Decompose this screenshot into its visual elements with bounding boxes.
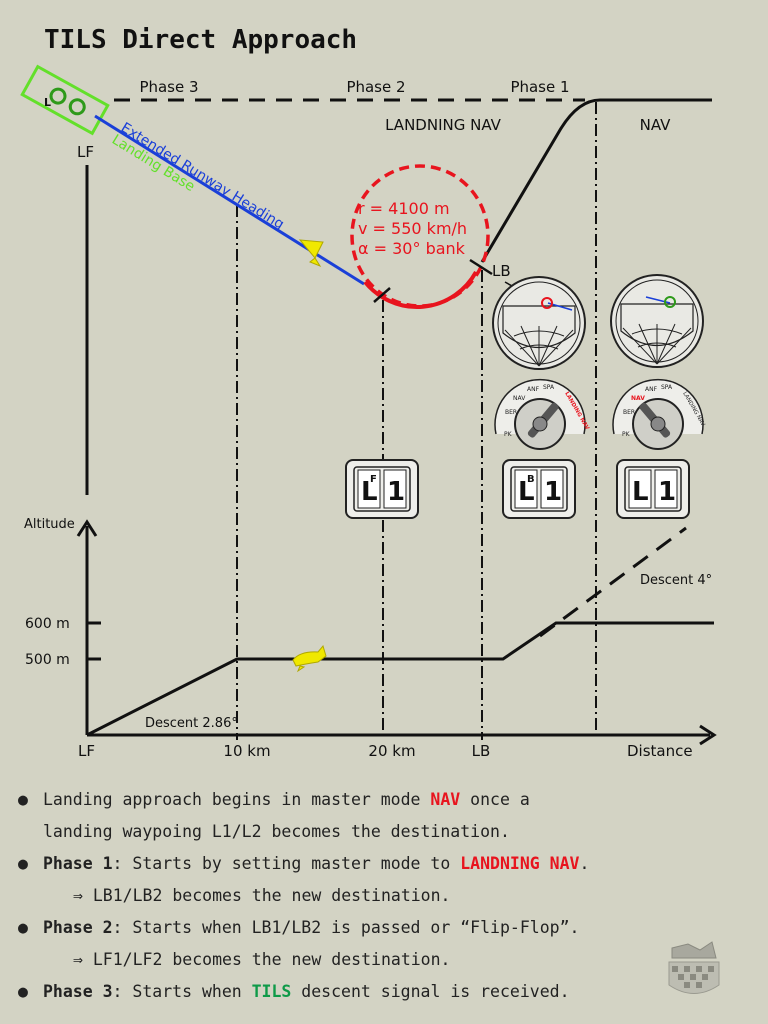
climb-path [480,98,712,263]
counter-lf1-letter: L [361,477,378,507]
y-tick-label-600: 600 m [25,616,70,632]
bullet-icon: ● [18,918,28,937]
note-intro-end: once a [460,790,530,809]
bullet-icon: ● [18,854,28,873]
phase-3-label: Phase 3 [139,78,198,96]
note-intro-nav: NAV [430,790,461,809]
note-phase2-arrow: ⇒ LF1/LF2 becomes the new destination. [73,950,451,969]
note-phase1-arrow: ⇒ LB1/LB2 becomes the new destination. [73,886,451,905]
note-intro-cont: landing waypoing L1/L2 becomes the desti… [18,816,748,848]
counter-lf1: L F 1 [345,459,419,519]
selector-nav-label-anf: ANF [645,386,658,393]
mode-selector-landing-nav: PK BER NAV ANF SPA LANDING NAV [494,378,590,450]
turn-circle-arc [363,271,478,310]
radar-indicator-lb [492,276,586,370]
altitude-profile-line [86,621,714,737]
tick-lb [469,258,493,276]
counter-lf1-digit: 1 [387,477,405,507]
note-phase1: ● Phase 1: Starts by setting master mode… [18,848,748,880]
lb-label: LB [492,262,511,280]
descent-4deg-line [539,526,687,638]
note-phase2-text: : Starts when LB1/LB2 is passed or “Flip… [112,918,580,937]
x-axis-label: Distance [627,742,693,760]
selector-label-pk: PK [504,431,513,438]
nav-mode-label: NAV [640,116,672,134]
phase-2-label: Phase 2 [346,78,405,96]
note-phase3-label: Phase 3 [43,982,113,1001]
note-phase1-mode: LANDNING NAV [460,854,580,873]
counter-lf1-superscript: F [370,474,377,485]
note-intro-text: Landing approach begins in master mode [43,790,431,809]
page-title: TILS Direct Approach [44,25,357,55]
x-tick-label-20km: 20 km [368,742,415,760]
tick-arc-start [373,287,391,303]
note-phase2-label: Phase 2 [43,918,113,937]
bullet-icon: ● [18,790,28,809]
x-tick-label-lb: LB [472,742,491,760]
counter-l1-letter: L [632,477,649,507]
x-tick-label-10km: 10 km [223,742,270,760]
note-phase2: ● Phase 2: Starts when LB1/LB2 is passed… [18,912,748,944]
runway-l-marker: L [44,96,51,109]
turn-speed-label: v = 550 km/h [358,219,467,238]
mode-selector-nav: PK BER NAV ANF SPA LANDING NAV [612,378,706,450]
note-phase2-result: ⇒ LF1/LF2 becomes the new destination. [18,944,748,976]
turn-circle-dashed [350,164,490,308]
y-axis-label: Altitude [24,517,75,532]
runway-box [20,64,110,136]
phase-1-label: Phase 1 [510,78,569,96]
selector-label-anf: ANF [527,386,540,393]
turn-radius-label: r = 4100 m [358,199,450,218]
note-phase3: ● Phase 3: Starts when TILS descent sign… [18,976,748,1008]
turn-bank-label: α = 30° bank [358,239,466,258]
selector-nav-label-ber: BER [623,409,635,416]
counter-lb1-letter: L [518,477,535,507]
note-phase1-text: : Starts by setting master mode to [112,854,461,873]
landing-nav-mode-label: LANDNING NAV [385,116,502,134]
note-intro: ● Landing approach begins in master mode… [18,784,748,816]
note-phase3-end: descent signal is received. [291,982,570,1001]
note-phase1-result: ⇒ LB1/LB2 becomes the new destination. [18,880,748,912]
phase-divider-lines [236,102,597,740]
descent-left-label: Descent 2.86° [145,716,238,731]
note-phase1-end: . [579,854,590,873]
counter-lb1-superscript: B [527,474,535,485]
descent-right-label: Descent 4° [640,573,712,588]
selector-nav-label-spa: SPA [661,384,673,391]
x-axis-arrow [699,724,717,746]
shield-emblem-icon [668,941,720,994]
aircraft-icon [298,239,324,268]
counter-lb1-digit: 1 [544,477,562,507]
note-phase1-label: Phase 1 [43,854,113,873]
note-intro-line2: landing waypoing L1/L2 becomes the desti… [43,822,510,841]
counter-lb1: L B 1 [502,459,576,519]
selector-nav-label-pk: PK [622,431,631,438]
extended-runway-line [94,114,365,286]
radar-indicator-nav [610,274,704,368]
bullet-icon: ● [18,982,28,1001]
notes-list: ● Landing approach begins in master mode… [18,784,748,1008]
selector-label-ber: BER [505,409,517,416]
counter-l1: L 1 [616,459,690,519]
x-tick-label-lf: LF [78,742,95,760]
lf-top-label: LF [77,143,94,161]
selector-label-spa: SPA [543,384,555,391]
aircraft-profile-icon [292,644,327,673]
extended-runway-label: Extended Runway Heading [118,120,287,233]
selector-label-nav: NAV [513,395,526,402]
y-axis-arrow [76,519,98,537]
counter-l1-digit: 1 [658,477,676,507]
note-phase3-tils: TILS [251,982,292,1001]
note-phase3-text: : Starts when [112,982,252,1001]
selector-nav-label-nav: NAV [631,395,645,402]
y-tick-label-500: 500 m [25,652,70,668]
